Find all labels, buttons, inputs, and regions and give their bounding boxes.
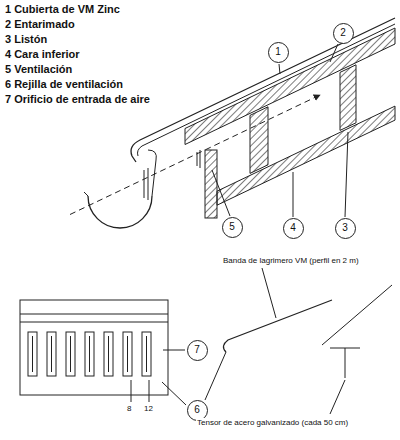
leader-line	[279, 64, 280, 74]
airflow-arrow	[70, 95, 320, 215]
fascia-board	[205, 150, 217, 218]
leader-line	[293, 172, 294, 217]
leader-line	[345, 132, 348, 217]
dimension-label: 12	[143, 404, 154, 413]
part-label: Banda de lagrimero VM (perfil en 2 m)	[222, 256, 360, 265]
grille-slot	[47, 332, 56, 376]
callout-number: 6	[194, 405, 200, 415]
grille-slot-bar	[32, 336, 33, 372]
leader-line	[205, 352, 226, 400]
leader-line	[163, 350, 185, 351]
grille-frame	[20, 300, 168, 395]
roof-line	[322, 285, 392, 345]
leader-line	[330, 380, 345, 414]
grille-top	[20, 322, 168, 323]
dimension-tick	[149, 380, 150, 402]
grille-slot-bar	[70, 336, 71, 372]
callout-number: 7	[194, 345, 200, 355]
callout-number: 5	[229, 222, 235, 232]
legend-entry: 3 Listón	[5, 33, 47, 46]
callout-circle: 5	[222, 217, 243, 238]
leader-line	[162, 382, 186, 405]
grille-slot	[104, 332, 113, 376]
batten	[340, 65, 356, 131]
dimension-tick	[131, 380, 132, 402]
leader-line	[330, 44, 338, 62]
grille-top	[20, 314, 168, 315]
callout-circle: 1	[268, 42, 289, 63]
grille-slot-bar	[89, 336, 90, 372]
callout-number: 2	[340, 28, 346, 38]
grille-slot-bar	[127, 336, 128, 372]
gutter-bracket	[144, 168, 148, 200]
callout-number: 4	[290, 223, 296, 233]
legend-entry: 5 Ventilación	[5, 63, 72, 76]
grille-slot	[66, 332, 75, 376]
batten	[250, 107, 268, 174]
legend-entry: 6 Rejilla de ventilación	[5, 78, 123, 91]
grille-slot-bar	[51, 336, 52, 372]
dimension-label: 8	[126, 404, 132, 413]
grille-slot	[28, 332, 37, 376]
callout-circle: 2	[333, 23, 354, 44]
callout-circle: 4	[283, 218, 304, 239]
part-label: Tensor de acero galvanizado (cada 50 cm)	[196, 418, 349, 427]
grille-slot	[142, 332, 151, 376]
grille-slots	[28, 332, 151, 376]
legend-entry: 4 Cara inferior	[5, 48, 80, 61]
grille-slot-bar	[108, 336, 109, 372]
steel-tensor	[330, 348, 360, 378]
drip-edge-profile	[223, 300, 332, 352]
callout-circle: 7	[187, 340, 208, 361]
grille-slot	[123, 332, 132, 376]
callout-circle: 3	[335, 218, 356, 239]
leader-line	[262, 268, 276, 318]
grille-slot-bar	[146, 336, 147, 372]
legend-entry: 1 Cubierta de VM Zinc	[5, 3, 120, 16]
callout-number: 3	[342, 223, 348, 233]
gutter-hook	[84, 150, 156, 196]
grille-slot	[85, 332, 94, 376]
legend-entry: 7 Orificio de entrada de aire	[5, 93, 150, 106]
callout-number: 1	[275, 47, 281, 57]
lower-face	[217, 106, 395, 205]
legend-entry: 2 Entarimado	[5, 18, 75, 31]
leader-line	[212, 170, 230, 216]
